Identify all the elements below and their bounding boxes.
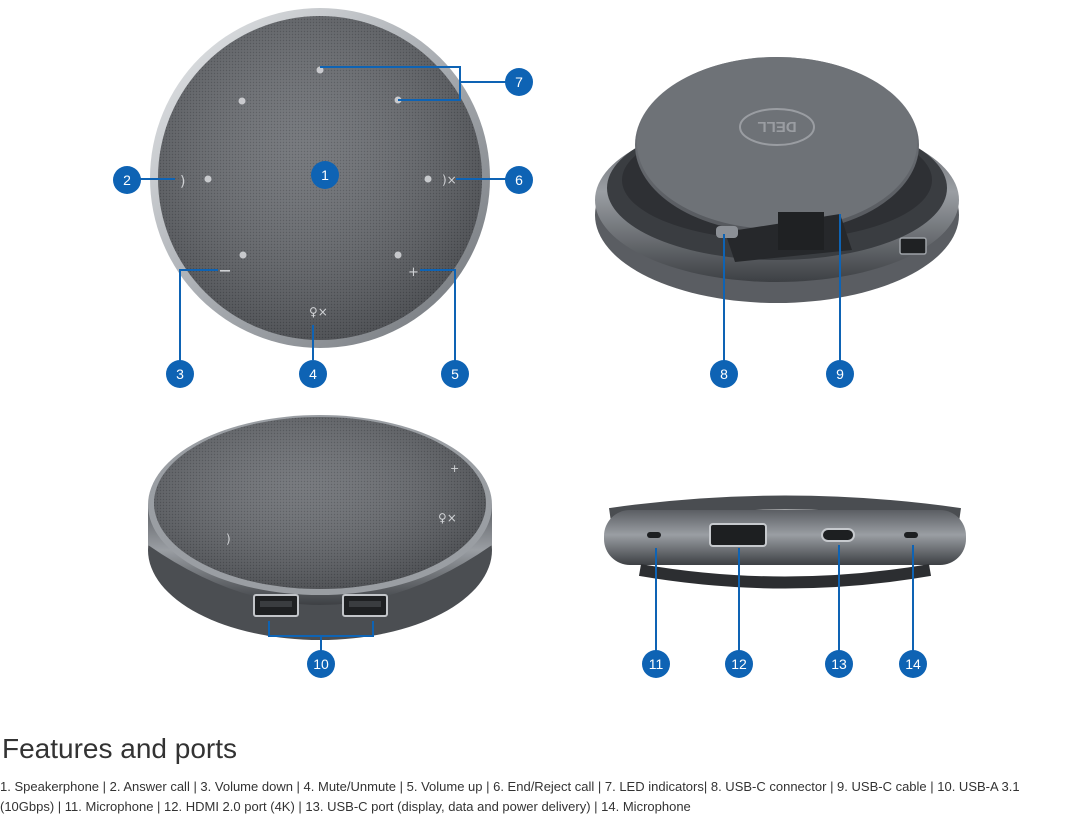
svg-text:2: 2 (123, 172, 131, 188)
svg-text:DELL: DELL (757, 118, 796, 135)
callout-13: 13 (825, 650, 853, 678)
volume-up-icon-angled: + (450, 462, 459, 475)
volume-up-icon: + (408, 265, 419, 280)
speakerphone-side-view (604, 495, 966, 589)
svg-text:12: 12 (731, 656, 747, 672)
volume-down-icon (220, 270, 230, 272)
svg-text:8: 8 (720, 366, 728, 382)
svg-text:4: 4 (309, 366, 317, 382)
section-title: Features and ports (2, 733, 238, 764)
callout-11: 11 (642, 650, 670, 678)
callout-14: 14 (899, 650, 927, 678)
usb-c-port (821, 528, 855, 542)
microphone-left (647, 532, 661, 538)
product-diagram: ) )× + ♀× DELL ) ♀× + (113, 8, 966, 678)
svg-text:1: 1 (321, 167, 329, 183)
callout-10: 10 (307, 650, 335, 678)
callout-5: 5 (441, 360, 469, 388)
microphone-right (904, 532, 918, 538)
svg-text:5: 5 (451, 366, 459, 382)
callout-8: 8 (710, 360, 738, 388)
leader-lines (140, 66, 914, 652)
svg-text:7: 7 (515, 74, 523, 90)
speakerphone-top-view: ) )× + ♀× (150, 8, 490, 348)
mute-icon: ♀× (309, 305, 328, 319)
answer-call-icon-angled: ) (226, 532, 231, 546)
svg-text:10: 10 (313, 656, 329, 672)
end-call-icon: )× (442, 173, 457, 187)
usb-a-side-port (899, 237, 927, 255)
led-indicator-icons (204, 66, 432, 259)
callout-7: 7 (505, 68, 533, 96)
mute-icon-angled: ♀× (438, 511, 457, 525)
callout-9: 9 (826, 360, 854, 388)
callout-6: 6 (505, 166, 533, 194)
speakerphone-angled-view: ) ♀× + (148, 415, 492, 640)
svg-text:13: 13 (831, 656, 847, 672)
svg-text:11: 11 (649, 656, 664, 672)
callout-4: 4 (299, 360, 327, 388)
features-caption: 1. Speakerphone | 2. Answer call | 3. Vo… (0, 779, 1020, 814)
svg-text:14: 14 (905, 656, 921, 672)
svg-text:6: 6 (515, 172, 523, 188)
dell-logo: DELL (739, 108, 815, 146)
speakerphone-bottom-view: DELL (595, 57, 959, 303)
callout-1: 1 (311, 161, 339, 189)
hdmi-port (709, 523, 767, 547)
usb-c-connector (716, 226, 738, 238)
svg-text:3: 3 (176, 366, 184, 382)
usb-c-cable (725, 212, 852, 262)
svg-text:9: 9 (836, 366, 844, 382)
answer-call-icon: ) (180, 174, 185, 190)
callout-12: 12 (725, 650, 753, 678)
callout-3: 3 (166, 360, 194, 388)
callout-2: 2 (113, 166, 141, 194)
